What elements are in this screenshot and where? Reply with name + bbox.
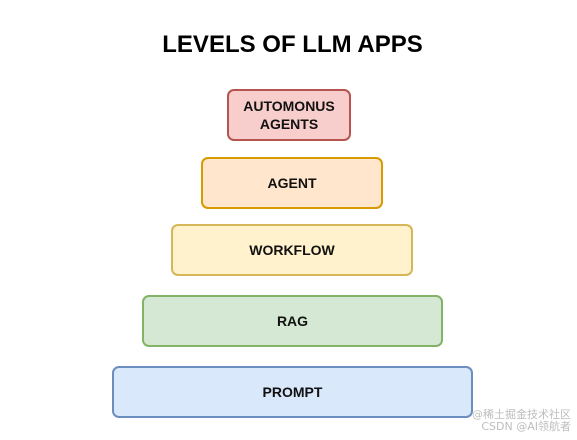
level-workflow: WORKFLOW bbox=[171, 224, 413, 276]
watermark-line-2: CSDN @AI领航者 bbox=[481, 420, 571, 433]
level-label: AGENT bbox=[267, 175, 317, 191]
watermark: @稀土掘金技术社区 CSDN @AI领航者 bbox=[472, 409, 571, 433]
level-rag: RAG bbox=[142, 295, 443, 347]
level-label: PROMPT bbox=[262, 384, 323, 400]
level-label: AUTOMONUS AGENTS bbox=[243, 98, 335, 132]
level-label: RAG bbox=[276, 313, 309, 329]
level-agent: AGENT bbox=[201, 157, 383, 209]
diagram-title: LEVELS OF LLM APPS bbox=[162, 31, 423, 58]
level-automonus-agents: AUTOMONUS AGENTS bbox=[227, 89, 351, 141]
watermark-line-1: @稀土掘金技术社区 bbox=[472, 408, 571, 421]
level-label: WORKFLOW bbox=[249, 242, 335, 258]
level-prompt: PROMPT bbox=[112, 366, 473, 418]
